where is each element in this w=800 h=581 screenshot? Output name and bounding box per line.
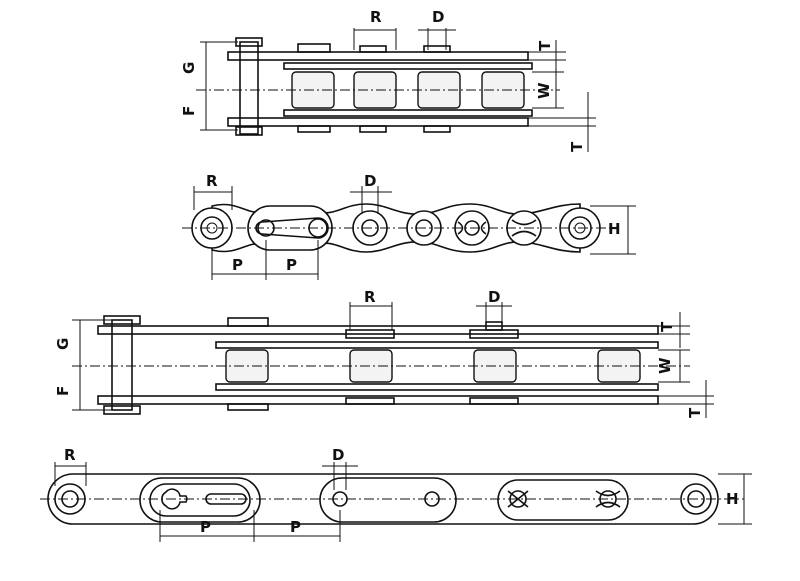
dim-label-H: H [608, 220, 621, 238]
dim-label-G: G [180, 62, 198, 74]
dim-label-D: D [332, 446, 344, 464]
dim-label-P2: P [290, 518, 301, 536]
dim-label-W: W [535, 82, 553, 99]
short-pitch-chain-side-view: R D P P H [182, 172, 636, 280]
double-pitch-chain-side-view: R D P P H [40, 446, 752, 542]
dim-label-T-top: T [658, 321, 676, 332]
dim-label-P2: P [286, 256, 297, 274]
dim-label-R: R [364, 288, 376, 306]
short-pitch-chain-top-view: R D T W T G F [180, 8, 596, 152]
dim-label-T-top: T [536, 40, 554, 51]
dim-label-F: F [180, 106, 198, 116]
dim-label-H: H [726, 490, 739, 508]
dim-label-R: R [370, 8, 382, 26]
dim-label-T-bottom: T [686, 407, 704, 418]
dim-label-W: W [656, 357, 674, 374]
dim-label-D: D [488, 288, 500, 306]
dim-label-R: R [64, 446, 76, 464]
dim-label-D: D [432, 8, 444, 26]
dim-label-F: F [54, 386, 72, 396]
double-pitch-chain-top-view: R D T W T G F [54, 288, 714, 418]
dim-label-P1: P [232, 256, 243, 274]
dim-label-D: D [364, 172, 376, 190]
dim-label-R: R [206, 172, 218, 190]
dim-label-G: G [54, 338, 72, 350]
dim-label-P1: P [200, 518, 211, 536]
dim-label-T-bottom: T [568, 141, 586, 152]
